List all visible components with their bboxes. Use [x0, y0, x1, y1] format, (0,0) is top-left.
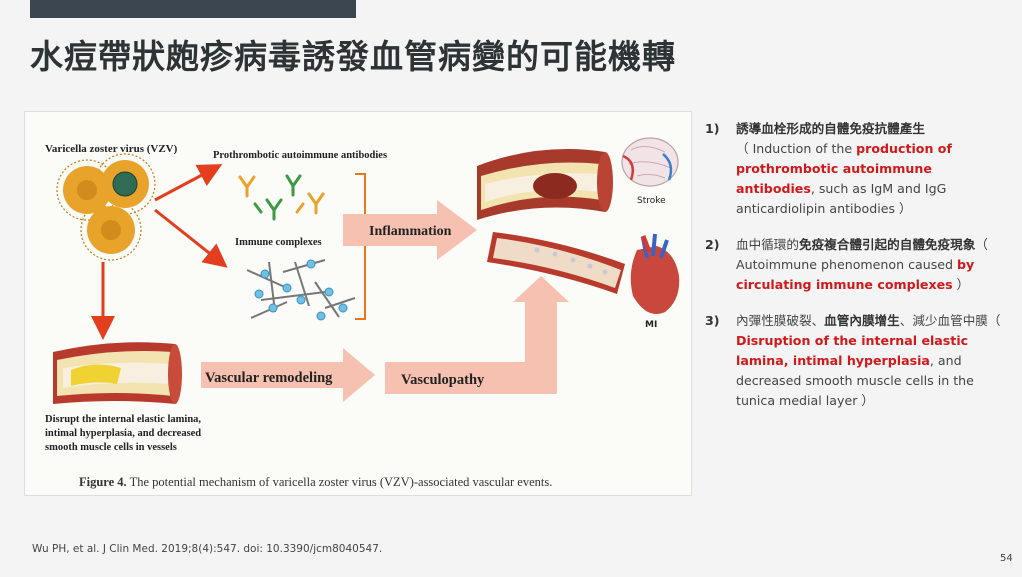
mechanism-figure: Varicella zoster virus (VZV) Prothrombot… — [24, 111, 692, 496]
mi-label: MI — [645, 320, 657, 330]
figure-caption: Figure 4. The potential mechanism of var… — [79, 475, 552, 490]
figure-illustration: Varicella zoster virus (VZV) Prothrombot… — [45, 137, 680, 453]
note-zh-plain-2: 、減少血管中膜（ — [899, 313, 1001, 328]
note-open: （ Autoimmune phenomenon caused — [736, 237, 988, 272]
brain-icon — [621, 137, 679, 187]
mechanism-notes: 1) 誘導血栓形成的自體免疫抗體產生 （ Induction of the pr… — [705, 119, 1015, 427]
note-number: 3) — [705, 313, 720, 328]
note-item: 1) 誘導血栓形成的自體免疫抗體產生 （ Induction of the pr… — [705, 119, 1015, 219]
top-accent-bar — [30, 0, 356, 18]
note-item: 2) 血中循環的免疫複合體引起的自體免疫現象（ Autoimmune pheno… — [705, 235, 1015, 295]
antibodies-label: Prothrombotic autoimmune antibodies — [213, 150, 387, 161]
note-highlight: by circulating immune complexes — [736, 257, 975, 292]
note-zh-bold: 免疫複合體引起的自體免疫現象 — [798, 237, 976, 252]
virus-particles-icon — [56, 153, 156, 261]
antibodies-icon — [238, 174, 325, 221]
note-rest: , such as IgM and IgG anticardiolipin an… — [736, 181, 947, 216]
arrow-to-antibodies — [154, 164, 223, 202]
arrow-to-complexes — [154, 208, 228, 268]
heart-icon — [630, 233, 680, 314]
note-zh-bold: 血管內膜增生 — [824, 313, 900, 328]
slide-title: 水痘帶狀皰疹病毒誘發血管病變的可能機轉 — [30, 37, 676, 76]
disrupt-line-1: Disrupt the internal elastic lamina, — [45, 414, 201, 425]
note-zh: 誘導血栓形成的自體免疫抗體產生 — [736, 121, 925, 136]
virus-label: Varicella zoster virus (VZV) — [45, 143, 178, 155]
plaque-vessel-icon — [487, 232, 625, 294]
note-zh-plain: 血中循環的 — [736, 237, 799, 252]
grouping-bracket — [355, 173, 366, 320]
note-open: （ Induction of the — [736, 141, 857, 156]
remodeling-arrow — [201, 348, 375, 402]
note-number: 1) — [705, 121, 720, 136]
immune-complexes-icon — [246, 259, 356, 321]
complexes-label: Immune complexes — [235, 237, 322, 248]
inflammation-label: Inflammation — [369, 224, 452, 239]
disrupt-line-2: intimal hyperplasia, and decreased — [45, 428, 201, 439]
caption-text: The potential mechanism of varicella zos… — [126, 475, 553, 489]
note-highlight: production of prothrombotic autoimmune a… — [736, 141, 952, 196]
remodeling-label: Vascular remodeling — [205, 370, 333, 386]
disrupt-line-3: smooth muscle cells in vessels — [45, 442, 177, 453]
note-number: 2) — [705, 237, 720, 252]
note-highlight: Disruption of the internal elastic lamin… — [736, 333, 969, 368]
note-rest: ） — [952, 277, 970, 292]
page-number: 54 — [1000, 553, 1013, 564]
remodeled-vessel-icon — [53, 342, 182, 404]
note-rest: , and decreased smooth muscle cells in t… — [736, 353, 974, 408]
vasculopathy-arrow — [385, 276, 569, 394]
caption-figure-number: Figure 4. — [79, 475, 127, 489]
stroke-label: Stroke — [637, 196, 666, 206]
occluded-vessel-icon — [477, 149, 613, 220]
note-zh-plain: 內彈性膜破裂、 — [736, 313, 825, 328]
inflammation-arrow — [343, 200, 477, 260]
vasculopathy-label: Vasculopathy — [401, 372, 485, 388]
citation: Wu PH, et al. J Clin Med. 2019;8(4):547.… — [32, 543, 383, 555]
note-item: 3) 內彈性膜破裂、血管內膜增生、減少血管中膜（ Disruption of t… — [705, 311, 1015, 411]
